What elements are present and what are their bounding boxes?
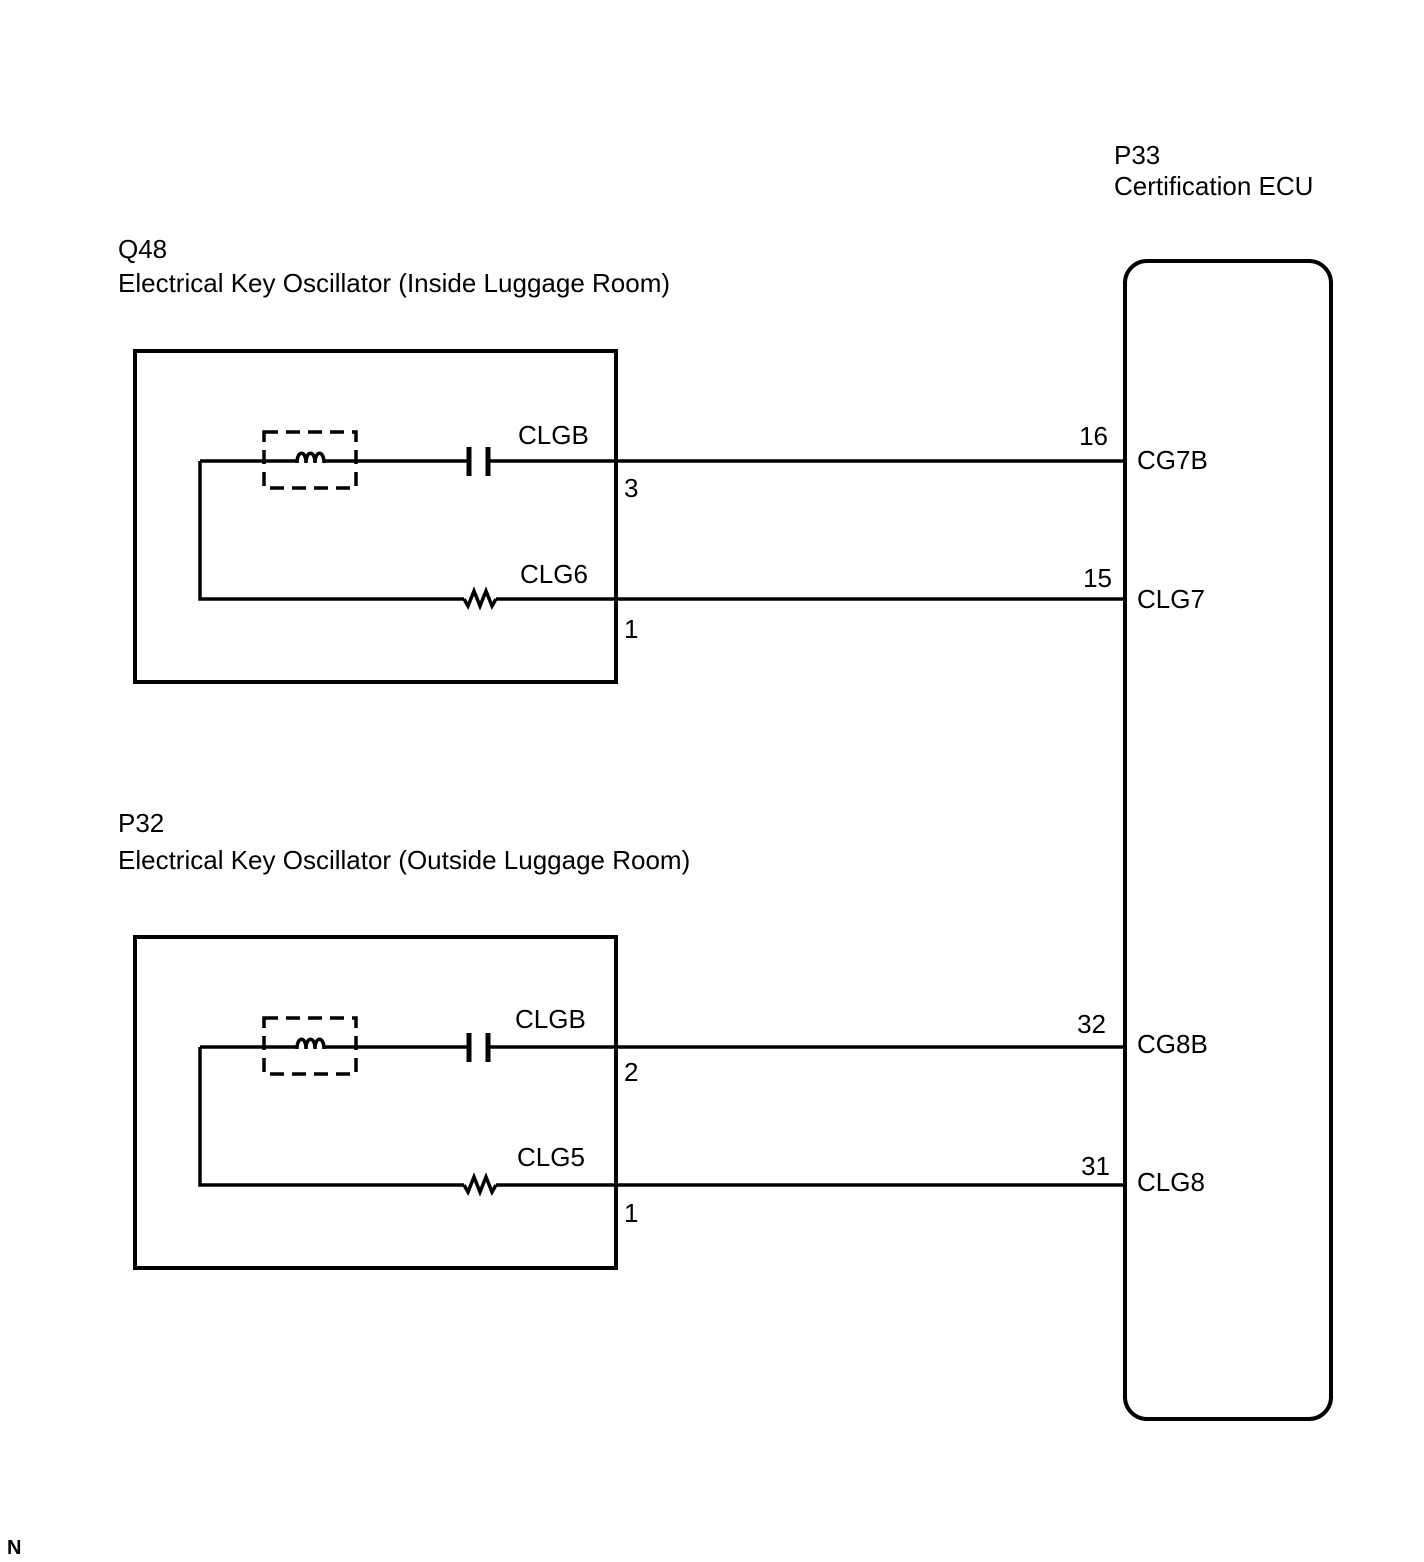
pin-number: 1	[624, 1198, 638, 1228]
ecu-pin-number: 32	[1077, 1009, 1106, 1039]
ecu-pin-number: 15	[1083, 563, 1112, 593]
wire-label: CLGB	[518, 420, 589, 450]
wire-label: CLGB	[515, 1004, 586, 1034]
wire-label: CLG6	[520, 559, 588, 589]
oscillator-box	[133, 349, 618, 684]
ecu-box	[1123, 259, 1333, 1421]
corner-mark: N	[7, 1537, 21, 1559]
oscillator-name: Electrical Key Oscillator (Inside Luggag…	[118, 268, 670, 298]
ecu-pin-number: 16	[1079, 421, 1108, 451]
ecu-name: Certification ECU	[1114, 171, 1313, 201]
ecu-code: P33	[1114, 140, 1160, 170]
ecu-pin-name: CLG8	[1137, 1167, 1205, 1197]
oscillator-code: Q48	[118, 234, 167, 264]
resistor-icon	[462, 1172, 498, 1197]
coil-icon	[295, 1037, 326, 1050]
ecu-pin-name: CG8B	[1137, 1029, 1208, 1059]
oscillator-p32: P32 Electrical Key Oscillator (Outside L…	[118, 808, 1125, 1270]
oscillator-name: Electrical Key Oscillator (Outside Lugga…	[118, 845, 690, 875]
coil-icon	[295, 451, 326, 464]
pin-number: 1	[624, 614, 638, 644]
pin-number: 3	[624, 473, 638, 503]
resistor-icon	[462, 586, 498, 611]
wire-label: CLG5	[517, 1142, 585, 1172]
oscillator-q48: Q48 Electrical Key Oscillator (Inside Lu…	[118, 234, 1125, 684]
ecu-pin-name: CLG7	[1137, 584, 1205, 614]
ecu-pin-number: 31	[1081, 1151, 1110, 1181]
oscillator-code: P32	[118, 808, 164, 838]
internal-loop-wire	[198, 461, 464, 601]
oscillator-box	[133, 935, 618, 1270]
internal-loop-wire	[198, 1047, 464, 1187]
pin-number: 2	[624, 1057, 638, 1087]
ecu-pin-name: CG7B	[1137, 445, 1208, 475]
